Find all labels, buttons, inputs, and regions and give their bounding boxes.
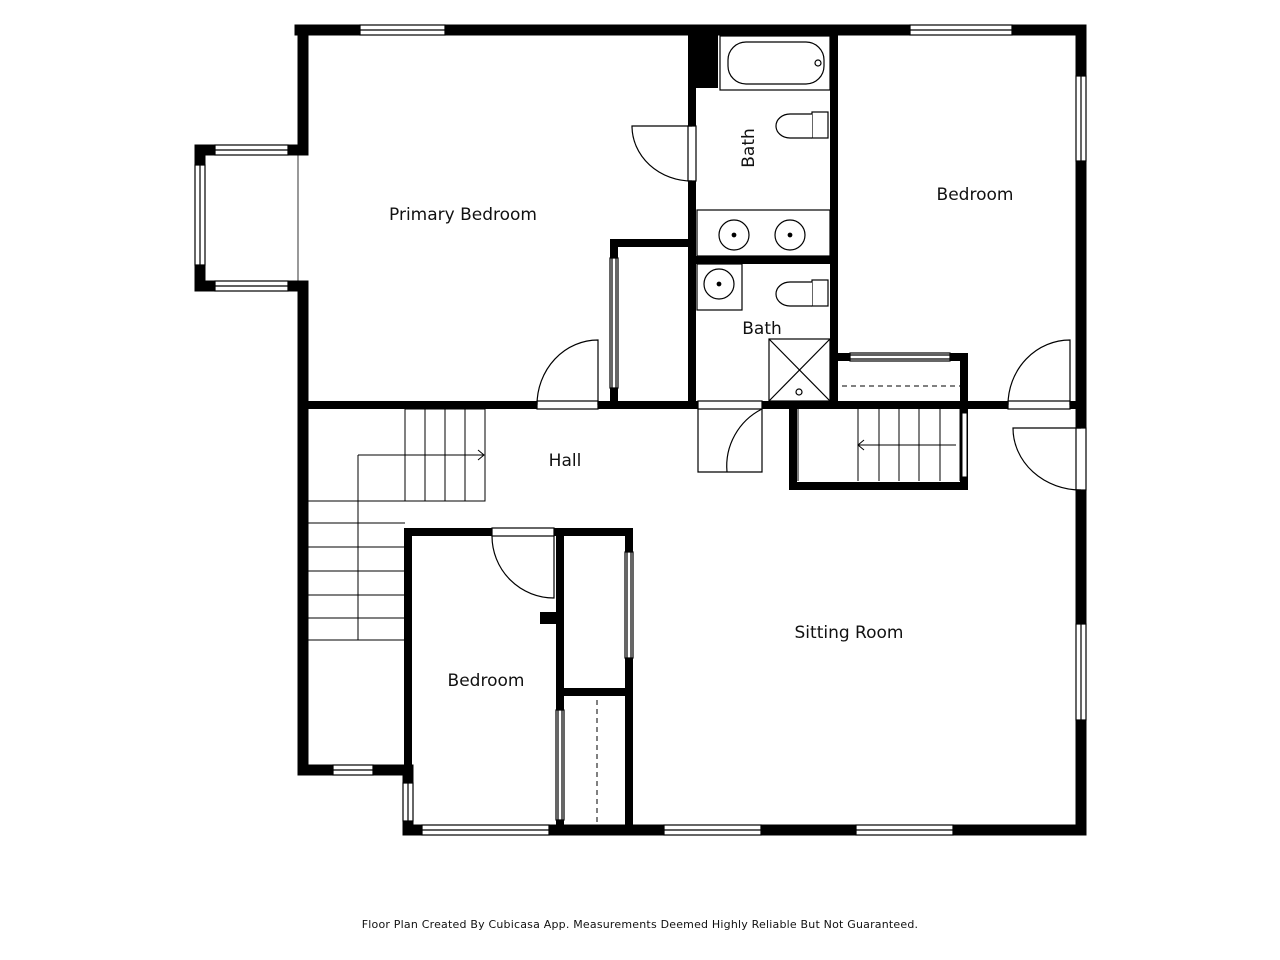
wall-pillar <box>688 30 718 88</box>
stairs-main <box>308 408 486 641</box>
room-label-bedroom-southwest: Bedroom <box>448 671 525 691</box>
room-label-bath-lower: Bath <box>742 319 782 339</box>
room-label-primary-bedroom: Primary Bedroom <box>389 205 537 225</box>
stairs-right <box>797 409 961 481</box>
room-label-sitting-room: Sitting Room <box>795 623 904 643</box>
room-label-hall: Hall <box>549 451 582 471</box>
stair-window <box>961 412 968 478</box>
footer-disclaimer: Floor Plan Created By Cubicasa App. Meas… <box>361 918 919 931</box>
toilet-icon <box>811 111 829 139</box>
doors <box>491 125 1087 821</box>
room-label-bedroom-east: Bedroom <box>937 185 1014 205</box>
fixtures <box>696 35 831 402</box>
wall-pillar <box>540 612 560 624</box>
vanity-icon <box>696 209 831 257</box>
interior-walls <box>299 26 1085 834</box>
toilet-icon <box>811 279 829 307</box>
room-label-bath-upper: Bath <box>739 128 759 168</box>
windows <box>194 24 1087 836</box>
exterior-walls <box>194 24 1087 836</box>
